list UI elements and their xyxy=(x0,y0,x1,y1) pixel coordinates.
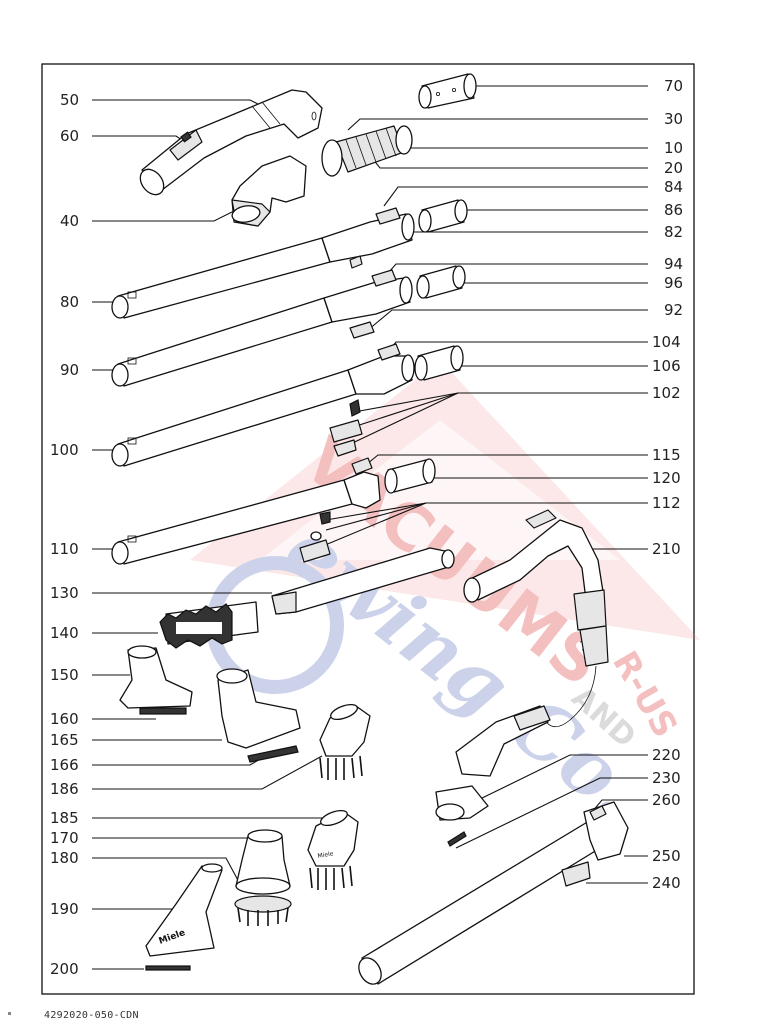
wand-80-part xyxy=(111,207,415,319)
sleeve-120-part xyxy=(384,458,436,494)
callout-166: 166 xyxy=(50,756,79,774)
wand-100-part xyxy=(111,343,415,467)
upholstery-nozzle-part xyxy=(145,863,223,971)
callout-84: 84 xyxy=(664,178,683,196)
callout-82: 82 xyxy=(664,223,683,241)
callout-150: 150 xyxy=(50,666,79,684)
callout-86: 86 xyxy=(664,201,683,219)
callout-210: 210 xyxy=(652,540,681,558)
callout-185: 185 xyxy=(50,809,79,827)
callout-115: 115 xyxy=(652,446,681,464)
watermark-logo: VACUUMS R-US AND ewing Co. xyxy=(190,360,700,836)
callout-130: 130 xyxy=(50,584,79,602)
callout-110: 110 xyxy=(50,540,79,558)
callout-10: 10 xyxy=(664,139,683,157)
upholstery-tool-part xyxy=(119,645,193,715)
callout-112: 112 xyxy=(652,494,681,512)
callout-240: 240 xyxy=(652,874,681,892)
callout-102: 102 xyxy=(652,384,681,402)
callout-50: 50 xyxy=(60,91,79,109)
hose-connector-part xyxy=(321,125,413,177)
swivel-connector-part xyxy=(231,155,307,227)
sleeve-part xyxy=(418,73,477,109)
callout-106: 106 xyxy=(652,357,681,375)
corner-mark xyxy=(8,1012,11,1015)
callout-120: 120 xyxy=(652,469,681,487)
callout-165: 165 xyxy=(50,731,79,749)
round-brush-170-part xyxy=(234,829,292,926)
sleeve-106-part xyxy=(414,345,464,381)
callout-170: 170 xyxy=(50,829,79,847)
telescopic-tube-part xyxy=(358,801,629,985)
callout-190: 190 xyxy=(50,900,79,918)
callout-92: 92 xyxy=(664,301,683,319)
curved-hose-wand-part xyxy=(463,509,609,728)
brand-label-brush: Miele xyxy=(317,850,334,860)
callout-labels: 50 60 40 70 30 10 20 84 86 82 80 94 96 9… xyxy=(50,77,683,978)
sleeve-96-part xyxy=(416,265,466,299)
dusting-brush-185-part xyxy=(307,809,359,890)
sleeve-86-part xyxy=(418,199,468,233)
callout-160: 160 xyxy=(50,710,79,728)
callout-260: 260 xyxy=(652,791,681,809)
document-code: 4292020-050-CDN xyxy=(44,1010,139,1021)
wand-90-part xyxy=(111,269,413,387)
hose-adapter-part xyxy=(435,705,551,847)
mini-tool-part xyxy=(216,668,301,763)
callout-60: 60 xyxy=(60,127,79,145)
dusting-brush-186-part xyxy=(319,703,371,780)
callout-140: 140 xyxy=(50,624,79,642)
callout-80: 80 xyxy=(60,293,79,311)
callout-94: 94 xyxy=(664,255,683,273)
callout-250: 250 xyxy=(652,847,681,865)
callout-180: 180 xyxy=(50,849,79,867)
callout-186: 186 xyxy=(50,780,79,798)
callout-30: 30 xyxy=(664,110,683,128)
callout-40: 40 xyxy=(60,212,79,230)
callout-104: 104 xyxy=(652,333,681,351)
brush-strip-part xyxy=(159,601,259,649)
callout-20: 20 xyxy=(664,159,683,177)
callout-90: 90 xyxy=(60,361,79,379)
callout-200: 200 xyxy=(50,960,79,978)
diagram-frame xyxy=(41,63,695,995)
callout-100: 100 xyxy=(50,441,79,459)
callout-220: 220 xyxy=(652,746,681,764)
wand-110-part xyxy=(111,457,381,565)
callout-230: 230 xyxy=(652,769,681,787)
crevice-tool-part xyxy=(271,547,455,615)
callout-96: 96 xyxy=(664,274,683,292)
hose-handle-part xyxy=(139,89,323,196)
callout-70: 70 xyxy=(664,77,683,95)
